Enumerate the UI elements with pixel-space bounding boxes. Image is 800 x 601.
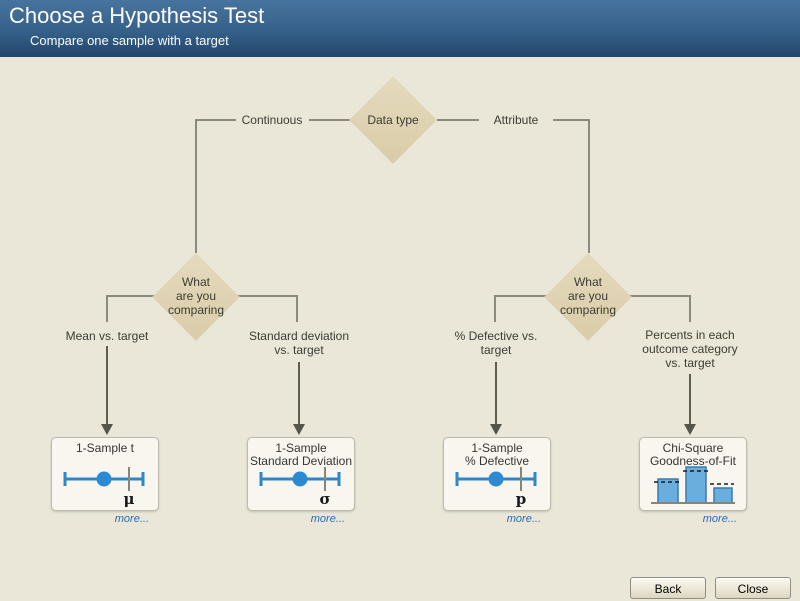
p-symbol: p	[515, 490, 527, 508]
decision-diamond-label: What are you comparing	[167, 275, 225, 317]
test-card-title: 1-Sample t	[75, 441, 135, 455]
page-subtitle: Compare one sample with a target	[30, 33, 229, 48]
arrow-line	[495, 362, 497, 424]
branch-label-attribute: Attribute	[493, 113, 539, 127]
arrow-head-icon	[293, 424, 305, 435]
branch-label-pct-defective: % Defective vs. target	[454, 329, 538, 357]
connector-line	[106, 295, 108, 322]
connector-line	[494, 295, 496, 322]
interval-plot-icon	[455, 467, 537, 491]
page-title: Choose a Hypothesis Test	[9, 3, 265, 28]
connector-line	[107, 295, 154, 297]
more-link[interactable]: more...	[702, 513, 737, 525]
test-card-1-sample-pct-defective[interactable]: 1-Sample % Defective p	[443, 437, 551, 511]
arrow-line	[298, 362, 300, 424]
connector-line	[238, 295, 297, 297]
decision-diamond-label: What are you comparing	[559, 275, 617, 317]
dialog-header: Choose a Hypothesis Test Compare one sam…	[0, 0, 800, 57]
connector-line	[309, 119, 352, 121]
branch-label-stdev: Standard deviation vs. target	[248, 329, 350, 357]
branch-label-mean: Mean vs. target	[65, 329, 149, 343]
arrow-head-icon	[101, 424, 113, 435]
close-button[interactable]: Close	[715, 577, 791, 599]
connector-line	[437, 119, 479, 121]
connector-line	[553, 119, 590, 121]
test-card-title: Chi-Square Goodness-of-Fit	[649, 441, 737, 468]
interval-plot-icon	[259, 467, 341, 491]
connector-line	[495, 295, 546, 297]
branch-label-percents: Percents in each outcome category vs. ta…	[642, 328, 738, 370]
connector-line	[689, 295, 691, 322]
arrow-line	[106, 346, 108, 424]
back-button[interactable]: Back	[630, 577, 706, 599]
connector-line	[196, 119, 236, 121]
sigma-symbol: σ	[319, 490, 331, 508]
decision-diamond-label: Data type	[367, 113, 419, 127]
test-card-title: 1-Sample Standard Deviation	[249, 441, 353, 468]
connector-line	[588, 119, 590, 253]
more-link[interactable]: more...	[310, 513, 345, 525]
more-link[interactable]: more...	[114, 513, 149, 525]
bar-chart-icon	[651, 466, 735, 504]
arrow-head-icon	[684, 424, 696, 435]
connector-line	[630, 295, 690, 297]
test-card-title: 1-Sample % Defective	[464, 441, 530, 468]
interval-plot-icon	[63, 467, 145, 491]
arrow-head-icon	[490, 424, 502, 435]
test-card-1-sample-t[interactable]: 1-Sample t μ	[51, 437, 159, 511]
test-card-1-sample-stdev[interactable]: 1-Sample Standard Deviation σ	[247, 437, 355, 511]
test-card-chi-square-gof[interactable]: Chi-Square Goodness-of-Fit	[639, 437, 747, 511]
mu-symbol: μ	[123, 490, 135, 508]
connector-line	[195, 119, 197, 253]
more-link[interactable]: more...	[506, 513, 541, 525]
arrow-line	[689, 374, 691, 424]
connector-line	[296, 295, 298, 322]
branch-label-continuous: Continuous	[241, 113, 303, 127]
